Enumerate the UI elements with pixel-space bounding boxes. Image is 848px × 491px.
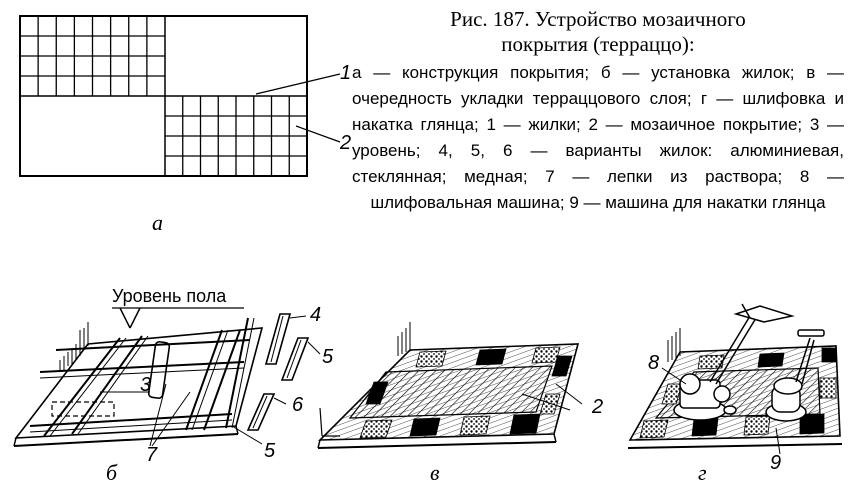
caption-title: Рис. 187. Устройство мозаичного <box>450 7 746 31</box>
caption-subtitle: покрытия (терраццо): <box>501 32 695 56</box>
strip-variants <box>246 313 321 431</box>
callout-6: 6 <box>292 394 304 416</box>
panel-label-b: б <box>106 460 118 485</box>
callout-1: 1 <box>340 62 352 84</box>
panel-b-drawing <box>13 307 264 447</box>
panel-label-a: а <box>152 210 163 235</box>
panel-g-drawing <box>627 303 843 455</box>
callout-5-upper: 5 <box>322 346 334 368</box>
callout-8: 8 <box>648 352 660 374</box>
panel-label-g: г <box>698 460 707 485</box>
caption-body: а — конструкция покрытия; б — установка … <box>352 63 844 212</box>
panel-label-v: в <box>430 460 440 485</box>
callout-2-a: 2 <box>340 132 352 154</box>
callout-3: 3 <box>140 374 152 396</box>
figure-caption: Рис. 187. Устройство мозаичного покрытия… <box>352 6 844 216</box>
panel-v-drawing <box>317 322 583 449</box>
callout-4: 4 <box>310 304 322 326</box>
callout-2-v: 2 <box>592 396 604 418</box>
floor-level-label: Уровень пола <box>112 286 227 306</box>
callout-9: 9 <box>770 452 782 474</box>
panel-a-drawing <box>19 15 341 177</box>
callout-5-lower: 5 <box>264 440 276 462</box>
callout-7: 7 <box>146 444 158 466</box>
